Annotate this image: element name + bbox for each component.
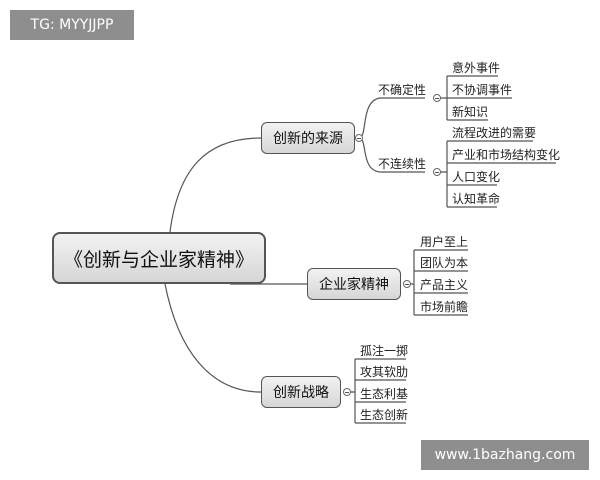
- connector-root-strategy: [164, 283, 262, 393]
- leaf-node[interactable]: 用户至上: [420, 235, 469, 249]
- connector-root-sources: [169, 137, 262, 233]
- leaf-node[interactable]: 攻其软肋: [360, 365, 409, 379]
- leaf-node[interactable]: 不协调事件: [452, 83, 513, 97]
- connector-sources-uncertainty: [358, 97, 425, 139]
- collapse-toggle-icon[interactable]: [433, 94, 441, 102]
- leaf-node[interactable]: 市场前瞻: [420, 300, 469, 314]
- leaf-node[interactable]: 生态利基: [360, 387, 409, 401]
- watermark-top: TG: MYYJJPP: [10, 10, 134, 40]
- leaf-node[interactable]: 生态创新: [360, 408, 409, 422]
- leaf-node[interactable]: 认知革命: [452, 192, 501, 206]
- collapse-toggle-icon[interactable]: [343, 388, 351, 396]
- leaf-node[interactable]: 人口变化: [452, 170, 501, 184]
- branch-entrepreneurship[interactable]: 企业家精神: [307, 268, 401, 300]
- branch-innovation-strategy[interactable]: 创新战略: [261, 376, 341, 408]
- branch-innovation-sources[interactable]: 创新的来源: [261, 122, 355, 154]
- leaf-node[interactable]: 新知识: [452, 105, 489, 119]
- connector-uncertainty-leaves: [439, 75, 512, 121]
- leaf-node[interactable]: 意外事件: [452, 61, 501, 75]
- root-node[interactable]: 《创新与企业家精神》: [52, 232, 266, 284]
- group-label-uncertainty[interactable]: 不确定性: [378, 83, 427, 97]
- collapse-toggle-icon[interactable]: [403, 280, 411, 288]
- watermark-bottom: www.1bazhang.com: [421, 440, 589, 470]
- connector-discontinuity-leaves: [439, 140, 556, 208]
- leaf-node[interactable]: 产品主义: [420, 278, 469, 292]
- connector-strategy-leaves: [347, 358, 406, 424]
- leaf-node[interactable]: 流程改进的需要: [452, 126, 537, 140]
- group-label-discontinuity[interactable]: 不连续性: [378, 157, 427, 171]
- leaf-node[interactable]: 团队为本: [420, 256, 469, 270]
- collapse-toggle-icon[interactable]: [433, 168, 441, 176]
- leaf-node[interactable]: 孤注一掷: [360, 344, 409, 358]
- leaf-node[interactable]: 产业和市场结构变化: [452, 148, 561, 162]
- connector-spirit-leaves: [408, 249, 468, 316]
- collapse-toggle-icon[interactable]: [355, 134, 363, 142]
